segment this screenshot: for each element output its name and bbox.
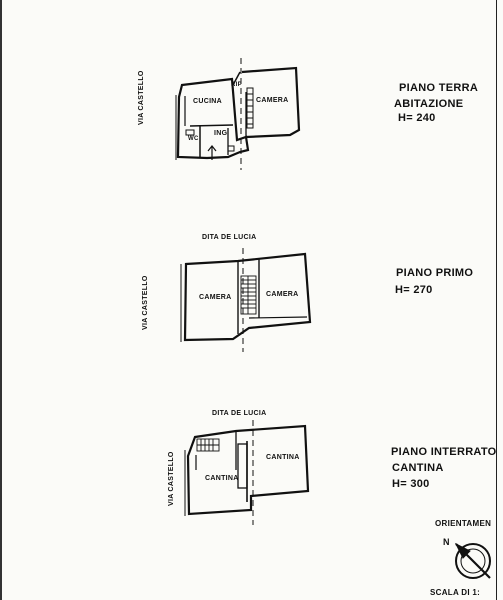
neighbor-label-primo: DITA DE LUCIA bbox=[202, 234, 257, 241]
plan-piano-primo bbox=[180, 248, 312, 352]
floor-height-interrato: H= 300 bbox=[392, 478, 430, 490]
floor-subtitle-terra: ABITAZIONE bbox=[394, 98, 464, 110]
room-label-cantina-west: CANTINA bbox=[205, 475, 239, 482]
room-label-cantina-east: CANTINA bbox=[266, 454, 300, 461]
scale-label: SCALA DI 1: bbox=[430, 588, 481, 597]
floor-title-interrato: PIANO INTERRATO bbox=[391, 446, 497, 458]
sheet-left-edge bbox=[0, 0, 2, 600]
room-label-rip: RIP bbox=[231, 82, 242, 88]
plan-primo-wall bbox=[248, 316, 308, 319]
plan-interrato-pillar bbox=[237, 443, 248, 489]
neighbor-label-interrato: DITA DE LUCIA bbox=[212, 410, 267, 417]
floor-height-terra: H= 240 bbox=[398, 112, 436, 124]
plan-terra-wall bbox=[232, 71, 241, 86]
plan-terra-fixture bbox=[227, 145, 235, 152]
room-label-wc: WC bbox=[188, 136, 199, 142]
room-label-ing: ING bbox=[214, 130, 228, 137]
sheet-right-edge bbox=[496, 0, 497, 600]
north-label: N bbox=[443, 537, 450, 547]
plan-piano-interrato bbox=[184, 420, 310, 525]
room-label-camera: CAMERA bbox=[256, 97, 289, 104]
floor-title-primo: PIANO PRIMO bbox=[396, 267, 474, 279]
room-label-camera-east: CAMERA bbox=[266, 291, 299, 298]
plan-terra-wall bbox=[189, 124, 234, 127]
floor-subtitle-interrato: CANTINA bbox=[392, 462, 444, 474]
room-label-cucina: CUCINA bbox=[193, 98, 223, 105]
plan-primo-outline bbox=[183, 252, 312, 342]
plan-terra-fixture bbox=[185, 129, 195, 136]
plan-piano-terra bbox=[175, 58, 301, 170]
orientation-label: ORIENTAMEN bbox=[435, 519, 492, 528]
plan-interrato-stairs bbox=[196, 438, 220, 452]
floor-title-terra: PIANO TERRA bbox=[399, 82, 479, 94]
plan-terra-stairs bbox=[246, 87, 254, 129]
plan-terra-east-wing bbox=[241, 66, 301, 139]
plan-terra-entrance-arrow bbox=[207, 145, 217, 160]
room-label-camera-west: CAMERA bbox=[199, 294, 232, 301]
street-label-interrato: VIA CASTELLO bbox=[168, 451, 175, 506]
floor-height-primo: H= 270 bbox=[395, 284, 433, 296]
plan-terra-outline bbox=[176, 77, 250, 160]
street-label-terra: VIA CASTELLO bbox=[138, 70, 145, 125]
plan-interrato-outline bbox=[186, 424, 310, 516]
north-arrow-compass bbox=[454, 542, 491, 579]
street-label-primo: VIA CASTELLO bbox=[142, 275, 149, 330]
